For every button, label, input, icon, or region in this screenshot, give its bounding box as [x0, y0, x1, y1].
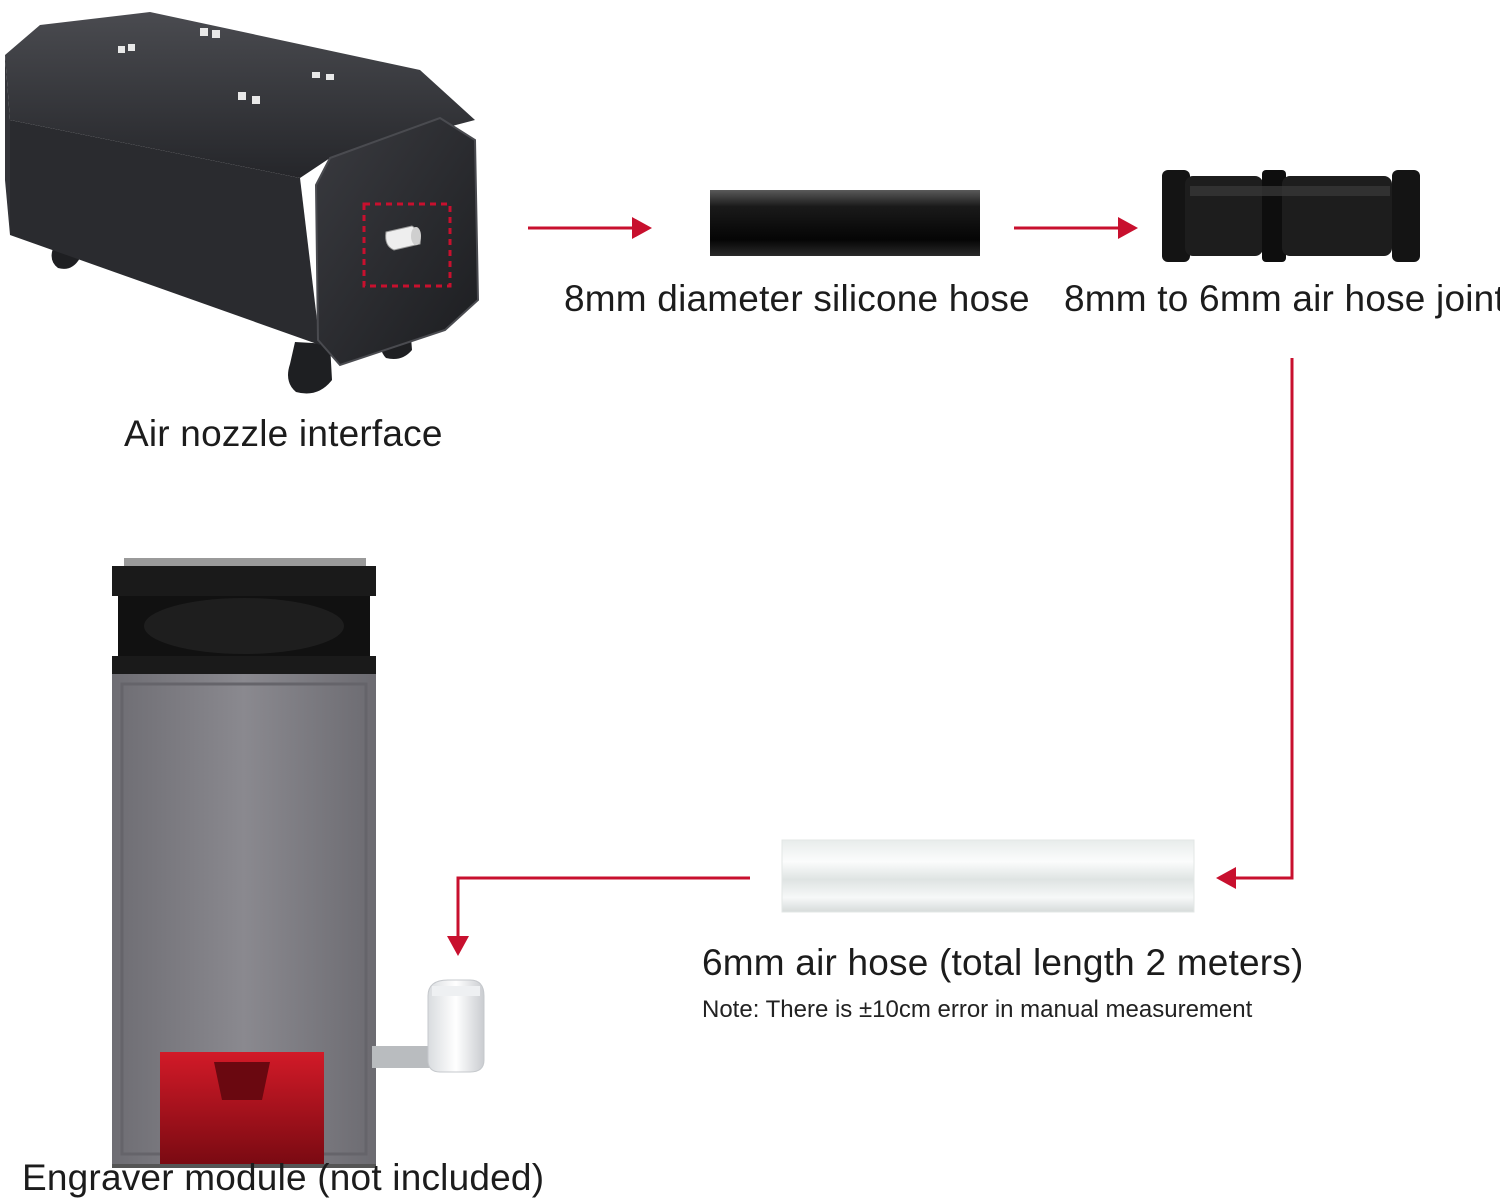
- label-engraver-module: Engraver module (not included): [22, 1157, 545, 1198]
- label-hose-joint: 8mm to 6mm air hose joint: [1064, 278, 1500, 319]
- air-pump-image: [5, 12, 480, 394]
- flow-arrows: [447, 217, 1294, 956]
- clear-air-hose-image: [781, 839, 1195, 913]
- arrow-joint-to-air-hose: [1236, 358, 1294, 880]
- label-air-nozzle-interface: Air nozzle interface: [124, 413, 443, 454]
- label-measurement-note: Note: There is ±10cm error in manual mea…: [702, 996, 1253, 1023]
- arrow-air-hose-to-engraver: [456, 876, 750, 938]
- engraver-module-image: [112, 558, 485, 1168]
- hose-joint-image: [1162, 170, 1420, 262]
- label-silicone-hose: 8mm diameter silicone hose: [564, 278, 1030, 319]
- silicone-hose-image: [710, 190, 980, 256]
- label-air-hose: 6mm air hose (total length 2 meters): [702, 942, 1304, 983]
